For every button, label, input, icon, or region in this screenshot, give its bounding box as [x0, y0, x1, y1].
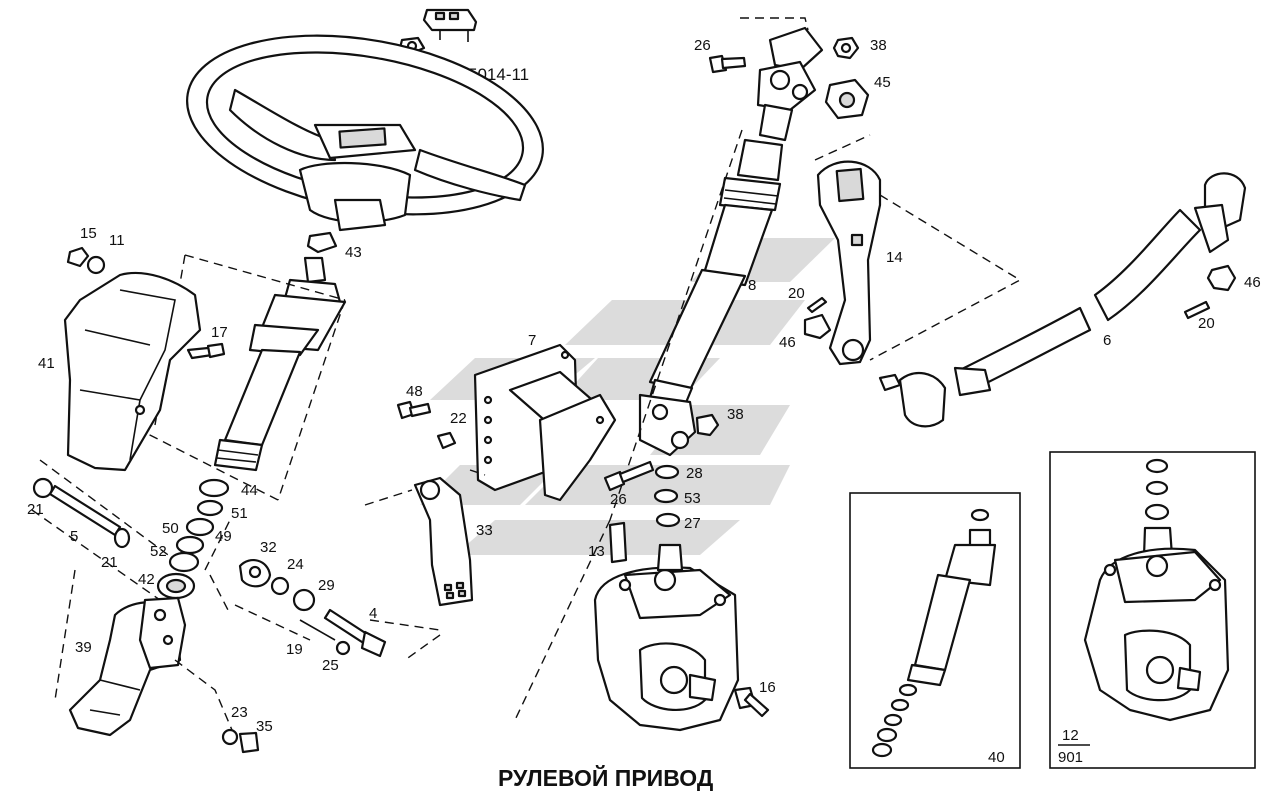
- steering-wheel: [186, 34, 544, 232]
- callout-15: 15: [80, 225, 97, 242]
- steering-column: [213, 256, 347, 472]
- callout-38a: 38: [870, 37, 887, 54]
- diagram-title: РУЛЕВОЙ ПРИВОД: [498, 764, 713, 791]
- washers-28-53-27: [653, 464, 681, 528]
- bolt-26-top: [708, 54, 747, 74]
- nut-15-washer-11: [66, 246, 106, 275]
- callout-14: 14: [886, 249, 903, 266]
- callout-28: 28: [686, 465, 703, 482]
- inset-box-12-901: [1049, 451, 1256, 769]
- inset-column-part: [871, 508, 997, 758]
- nut-38-mid: [695, 413, 720, 437]
- callout-20b: 20: [1198, 315, 1215, 332]
- callout-53: 53: [684, 490, 701, 507]
- callout-35: 35: [256, 718, 273, 735]
- callout-42: 42: [138, 571, 155, 588]
- callout-21a: 21: [27, 501, 44, 518]
- inset-numerator: 12: [1062, 727, 1079, 744]
- column-leader-frame: [139, 254, 346, 611]
- bolt-13: [608, 521, 628, 564]
- cotter-20-right: [1183, 300, 1211, 320]
- callout-23: 23: [231, 704, 248, 721]
- washer-stack: [156, 478, 230, 600]
- bolt-17: [186, 342, 226, 360]
- callout-5: 5: [70, 528, 78, 545]
- callout-20a: 20: [788, 285, 805, 302]
- pitman-arm-14: [816, 160, 882, 366]
- callout-26b: 26: [610, 491, 627, 508]
- callout-22: 22: [450, 410, 467, 427]
- drag-link-6: [878, 172, 1247, 428]
- clamp-leader: [234, 604, 441, 641]
- nut-23-cap-35: [221, 728, 260, 754]
- inset-denominator: 901: [1058, 749, 1083, 766]
- cotter-20-nut-46: [803, 296, 832, 340]
- callout-29: 29: [318, 577, 335, 594]
- callout-41: 41: [38, 355, 55, 372]
- bracket-leader: [54, 569, 233, 731]
- callout-44: 44: [241, 482, 258, 499]
- inset-gearbox: [1083, 458, 1230, 722]
- callout-46b: 46: [1244, 274, 1261, 291]
- nut-45: [824, 78, 870, 120]
- callout-43: 43: [345, 244, 362, 261]
- mounting-bracket-7: [473, 343, 617, 502]
- callout-19: 19: [286, 641, 303, 658]
- inset-box-40: [849, 492, 1021, 769]
- bracket-39: [68, 596, 187, 737]
- nut-43: [306, 231, 338, 254]
- shaft-leader: [514, 17, 809, 721]
- callout-46a: 46: [779, 334, 796, 351]
- callout-32: 32: [260, 539, 277, 556]
- intermediate-shaft: [638, 26, 824, 457]
- callout-48: 48: [406, 383, 423, 400]
- cover-41: [63, 271, 202, 472]
- callout-25: 25: [322, 657, 339, 674]
- clamp-32: [238, 558, 272, 588]
- callout-51: 51: [231, 505, 248, 522]
- nut-38-top: [832, 36, 860, 60]
- callout-33: 33: [476, 522, 493, 539]
- steering-gearbox: [593, 543, 740, 732]
- callout-7: 7: [528, 332, 536, 349]
- callout-6: 6: [1103, 332, 1111, 349]
- pedal-leader: [364, 469, 486, 661]
- bolt-48: [396, 400, 432, 420]
- callout-16: 16: [759, 679, 776, 696]
- callout-27: 27: [684, 515, 701, 532]
- callout-52: 52: [150, 543, 167, 560]
- callout-39: 39: [75, 639, 92, 656]
- pedal-lever-33: [413, 476, 474, 607]
- callout-13: 13: [588, 543, 605, 560]
- callout-26a: 26: [694, 37, 711, 54]
- callout-17: 17: [211, 324, 228, 341]
- arm-leader: [814, 134, 1022, 361]
- nut-22: [436, 431, 457, 450]
- bolt-4-assembly: [270, 576, 387, 658]
- callout-45: 45: [874, 74, 891, 91]
- inset-40-label: 40: [988, 749, 1005, 766]
- callout-49: 49: [215, 528, 232, 545]
- callout-4: 4: [369, 605, 377, 622]
- bolt-26-mid: [603, 460, 655, 492]
- callout-50: 50: [162, 520, 179, 537]
- callout-24: 24: [287, 556, 304, 573]
- callout-11: 11: [109, 232, 125, 249]
- pin-leader: [31, 459, 176, 601]
- callout-8: 8: [748, 277, 756, 294]
- callout-21b: 21: [101, 554, 118, 571]
- pin-5: [32, 477, 131, 549]
- nut-46-right: [1206, 264, 1237, 292]
- callout-38b: 38: [727, 406, 744, 423]
- bolt-16: [733, 686, 770, 718]
